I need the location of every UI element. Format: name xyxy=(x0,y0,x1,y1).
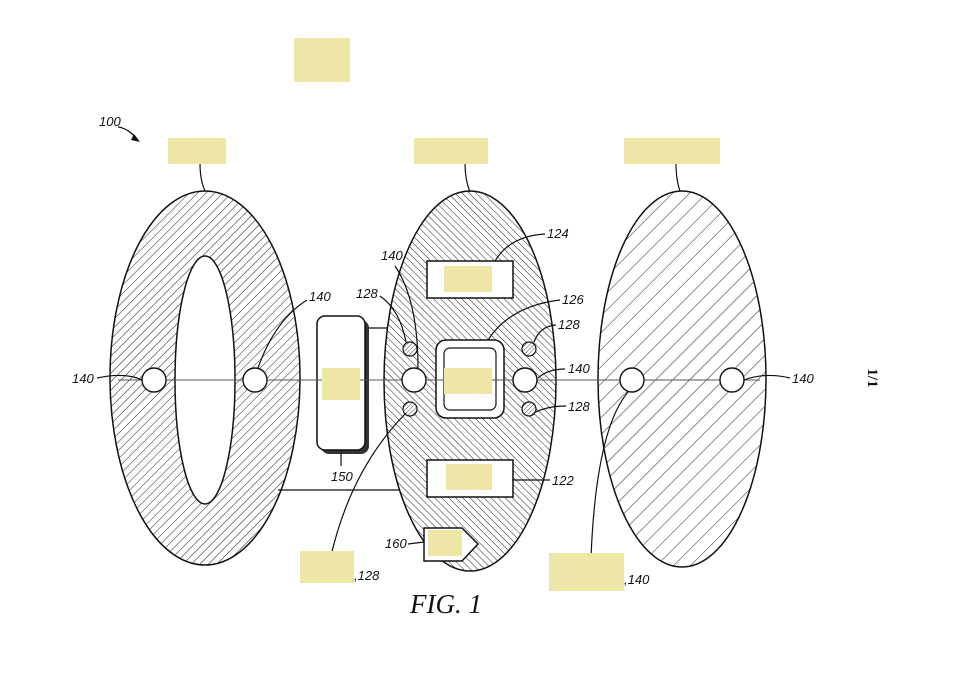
redaction-box xyxy=(444,266,492,292)
ref-140: 140 xyxy=(72,371,94,386)
redaction-box xyxy=(444,368,492,394)
redaction-box xyxy=(300,551,354,583)
left-ring-plate xyxy=(109,190,301,566)
redaction-box xyxy=(624,138,720,164)
ref-140-bottom: ,140 xyxy=(624,572,650,587)
redaction-box xyxy=(446,464,492,490)
screw-128 xyxy=(402,341,418,357)
ref-124: 124 xyxy=(547,226,569,241)
ref-140: 140 xyxy=(792,371,814,386)
ref-122: 122 xyxy=(552,473,574,488)
hole-140 xyxy=(512,367,538,393)
ref-150: 150 xyxy=(331,469,353,484)
redaction-box xyxy=(428,530,462,556)
screw-128 xyxy=(402,401,418,417)
ref-100: 100 xyxy=(99,114,121,129)
hole-140 xyxy=(619,367,645,393)
hole-140 xyxy=(242,367,268,393)
ref-128: 128 xyxy=(356,286,378,301)
ref-140: 140 xyxy=(309,289,331,304)
figure-caption: FIG. 1 xyxy=(409,589,482,619)
hole-140 xyxy=(141,367,167,393)
ref-140: 140 xyxy=(568,361,590,376)
ref-160: 160 xyxy=(385,536,407,551)
redaction-boxes xyxy=(168,38,720,591)
ref-140: 140 xyxy=(381,248,403,263)
ref-128: 128 xyxy=(568,399,590,414)
redaction-box xyxy=(294,38,350,82)
redaction-box xyxy=(414,138,488,164)
sheet-number: 1/1 xyxy=(864,368,880,387)
alignment-axis xyxy=(118,367,760,393)
redaction-box xyxy=(322,368,360,400)
right-plate xyxy=(597,190,767,568)
ref-128-bottom: ,128 xyxy=(354,568,380,583)
hole-140 xyxy=(719,367,745,393)
leader-lines xyxy=(96,126,791,561)
hole-140 xyxy=(401,367,427,393)
redaction-box xyxy=(168,138,226,164)
ref-128: 128 xyxy=(558,317,580,332)
screw-128 xyxy=(521,341,537,357)
ref-126: 126 xyxy=(562,292,584,307)
screw-128 xyxy=(521,401,537,417)
reference-labels: 100 140 140 140 128 124 126 128 140 128 … xyxy=(72,114,814,587)
redaction-box xyxy=(549,553,624,591)
